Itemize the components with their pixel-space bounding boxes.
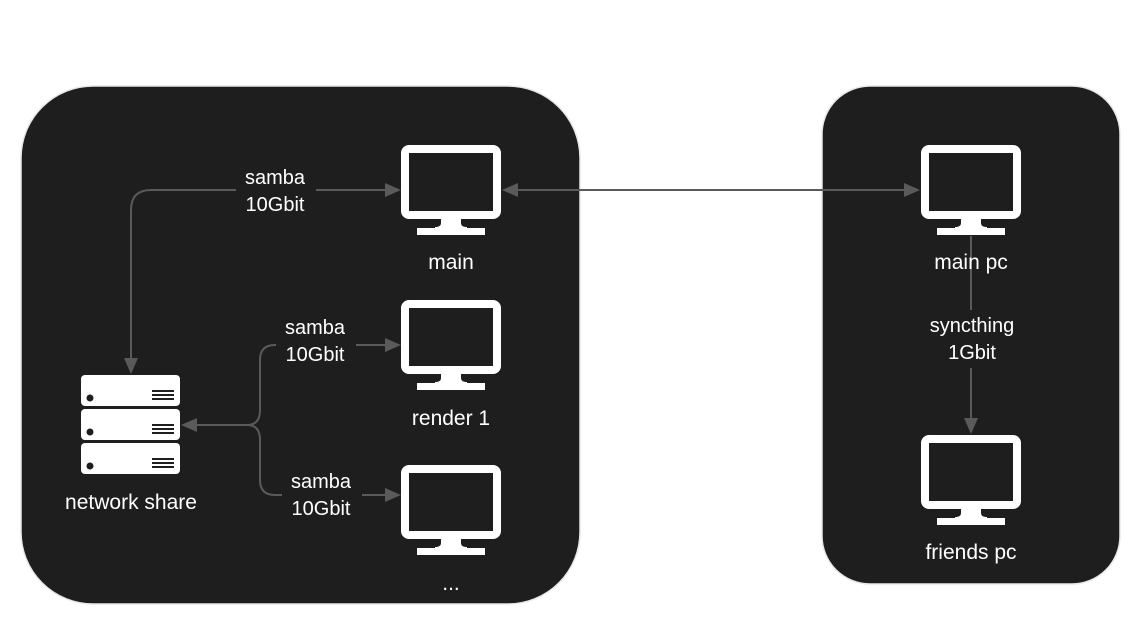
node-network-share[interactable]: network share — [65, 375, 197, 514]
edge-label-line1: samba — [291, 471, 352, 493]
arrowhead-icon — [385, 338, 401, 352]
node-main[interactable]: main — [405, 149, 497, 274]
arrowhead-icon — [124, 358, 138, 374]
server-icon — [81, 375, 180, 474]
edge-label-line1: syncthing — [930, 315, 1015, 337]
node-label: main — [428, 251, 474, 274]
node-main-pc[interactable]: main pc — [925, 149, 1017, 276]
arrowhead-icon — [502, 183, 518, 197]
edge-label-line2: 1Gbit — [948, 342, 996, 364]
edge-share-main — [124, 183, 401, 374]
node-friends-pc[interactable]: friends pc — [925, 439, 1017, 564]
arrowhead-icon — [385, 488, 401, 502]
edge-label-share-more: samba 10Gbit — [282, 468, 362, 522]
arrowhead-icon — [181, 418, 197, 432]
node-label: network share — [65, 491, 197, 514]
arrowhead-icon — [385, 183, 401, 197]
node-render-1[interactable]: render 1 — [405, 304, 497, 430]
edge-share-more — [246, 424, 401, 502]
edge-share-render1 — [181, 338, 401, 432]
edge-label-line1: samba — [285, 317, 346, 339]
node-more[interactable]: ... — [405, 469, 497, 595]
edge-label-line2: 10Gbit — [286, 344, 345, 366]
edge-label-line2: 10Gbit — [246, 194, 305, 216]
node-label: ... — [442, 572, 460, 595]
edge-label-line1: samba — [245, 167, 306, 189]
node-label: render 1 — [412, 407, 490, 430]
edge-label-share-render1: samba 10Gbit — [276, 314, 356, 368]
node-label: friends pc — [925, 541, 1016, 564]
edge-main-mainpc — [502, 183, 920, 197]
arrowhead-icon — [964, 418, 978, 434]
edge-label-mainpc-friends: syncthing 1Gbit — [924, 310, 1020, 368]
edge-label-line2: 10Gbit — [292, 498, 351, 520]
arrowhead-icon — [904, 183, 920, 197]
edge-label-share-main: samba 10Gbit — [236, 162, 316, 216]
node-label: main pc — [934, 251, 1008, 274]
